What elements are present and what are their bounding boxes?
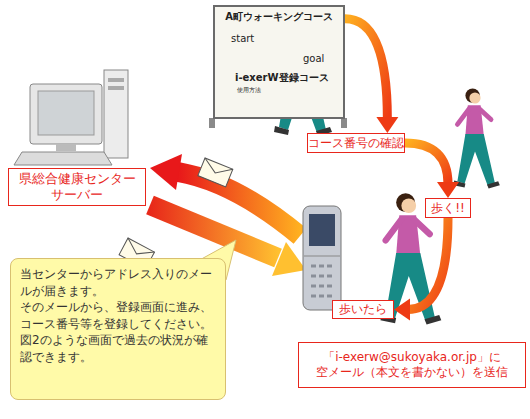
sign-post (341, 118, 347, 128)
step-label: コース番号の確認 (307, 133, 405, 153)
monitor-screen (38, 91, 94, 135)
monitor-stand (56, 144, 76, 151)
node-title: 歩く!! (431, 201, 465, 216)
arrow-head (150, 154, 182, 190)
node-text: そのメールから、登録画面に進み、コース番号等を登録してください。 (20, 299, 216, 332)
phone-body (303, 206, 341, 310)
phone-keys (311, 266, 333, 296)
node-text: サーバー (51, 187, 103, 203)
node-text: 使用方法 (237, 86, 261, 95)
flow-line (405, 143, 448, 184)
phone-hinge (304, 256, 340, 257)
node-title: コース番号の確認 (308, 136, 404, 151)
node-title: 歩いたら (339, 302, 387, 317)
arrow-head (272, 242, 306, 276)
keyboard (14, 152, 112, 165)
node-text: start (231, 33, 254, 44)
server-label: 県総合健康センターサーバー (8, 168, 146, 206)
note-callout: 当センターからアドレス入りのメールが届きます。そのメールから、登録画面に進み、コ… (10, 258, 226, 400)
step-label: 歩いたら (332, 300, 394, 319)
arrow-head (376, 117, 398, 133)
mobile-phone (303, 206, 341, 310)
sign-post (209, 118, 215, 128)
flow-line (408, 218, 448, 310)
envelope-body (198, 158, 233, 187)
drive-slot (108, 78, 124, 82)
node-text: goal (303, 53, 324, 64)
reply-arrow (150, 205, 278, 258)
signboard: A町ウォーキングコース start goal i-exerW登録コース使用方法 (213, 5, 345, 119)
node-title: A町ウォーキングコース (215, 10, 343, 24)
computer-icon (14, 70, 128, 165)
envelope-flap (201, 158, 233, 179)
flow-arrow (394, 218, 448, 321)
node-text: 空メール（本文を書かない）を送信 (316, 365, 508, 380)
flow-line (345, 19, 387, 119)
node-text: i-exerW登録コース (235, 71, 329, 85)
instruction-box: 「i-exerw@sukoyaka.or.jp」に空メール（本文を書かない）を送… (298, 342, 526, 388)
pc-tower (104, 70, 128, 158)
envelope-icon (198, 158, 233, 187)
phone-screen (309, 214, 335, 246)
arrow-head (437, 182, 459, 198)
node-text: 図2のような画面で過去の状況が確認できます。 (20, 332, 216, 365)
drive-slot (108, 86, 124, 90)
flow-arrow (345, 19, 398, 133)
step-label: 歩く!! (425, 198, 471, 218)
monitor (30, 84, 102, 144)
node-title: 県総合健康センター (19, 171, 136, 187)
arrow-head (394, 299, 410, 321)
node-title: 「i-exerw@sukoyaka.or.jp」に (323, 350, 501, 365)
walking-woman (453, 88, 499, 188)
node-title: 当センターからアドレス入りのメールが届きます。 (20, 266, 216, 299)
flow-arrow (405, 143, 459, 198)
